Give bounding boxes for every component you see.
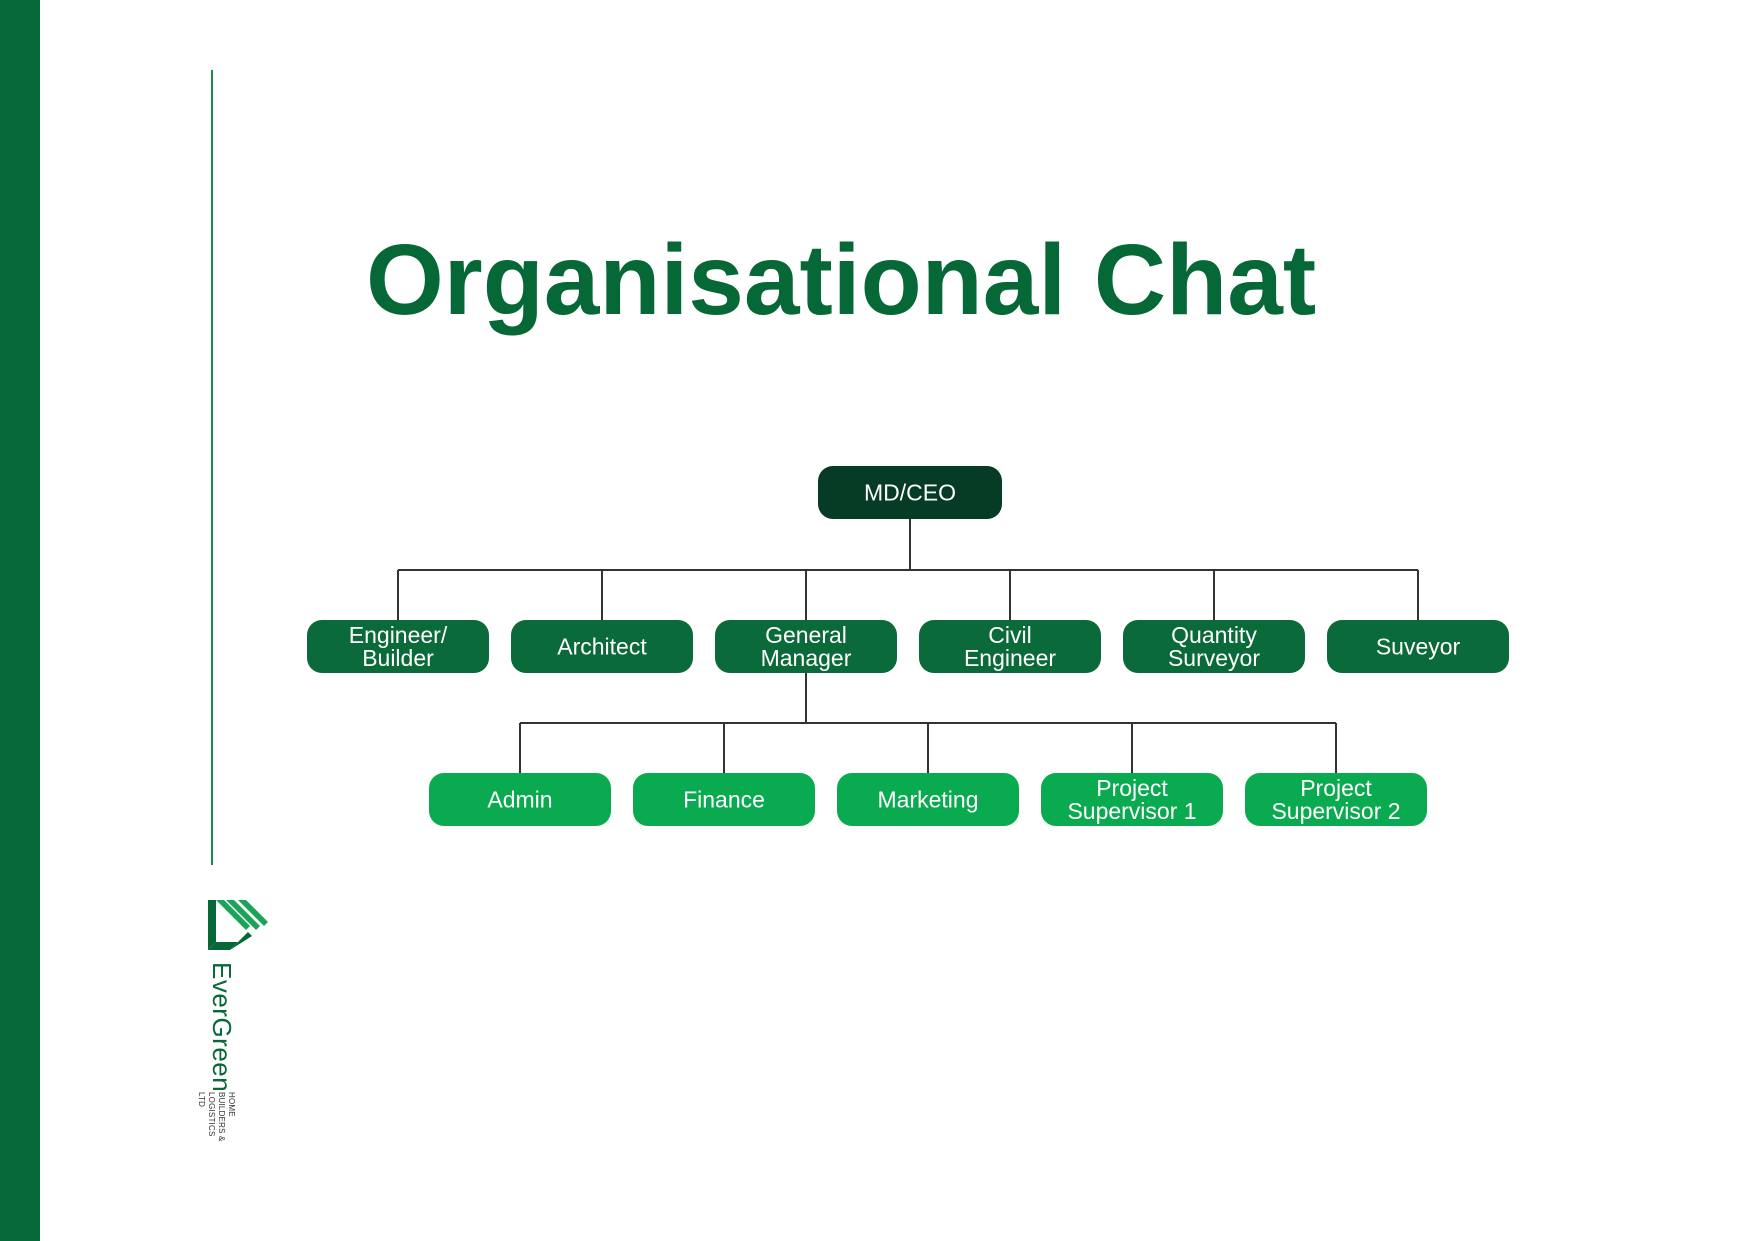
evergreen-logo-wordmark: EverGreen HOME BUILDERS & LOGISTICS LTD (196, 962, 237, 1142)
node-project-supervisor-2-label: Supervisor 2 (1271, 798, 1400, 824)
node-suveyor: Suveyor (1327, 620, 1509, 673)
node-md-ceo-box (818, 466, 1002, 519)
vertical-divider (211, 70, 213, 865)
node-engineer-builder-label: Engineer/ (349, 622, 448, 648)
node-civil-engineer-label: Engineer (964, 645, 1056, 671)
node-engineer-builder-label: Builder (362, 645, 434, 671)
left-accent-bar (0, 0, 40, 1241)
node-finance-box (633, 773, 815, 826)
node-architect-box (511, 620, 693, 673)
node-quantity-surveyor-label: Quantity (1171, 622, 1257, 648)
node-civil-engineer-label: Civil (988, 622, 1031, 648)
node-marketing-box (837, 773, 1019, 826)
node-finance: Finance (633, 773, 815, 826)
node-project-supervisor-2-box (1245, 773, 1427, 826)
node-project-supervisor-1-label: Supervisor 1 (1067, 798, 1196, 824)
node-suveyor-box (1327, 620, 1509, 673)
evergreen-logo-icon (208, 900, 268, 950)
node-finance-label: Finance (683, 787, 765, 813)
node-suveyor-label: Suveyor (1376, 634, 1461, 660)
logo-name: EverGreen (207, 962, 237, 1093)
node-marketing: Marketing (837, 773, 1019, 826)
node-project-supervisor-2-label: Project (1300, 775, 1372, 801)
node-general-manager-box (715, 620, 897, 673)
node-md-ceo-label: MD/CEO (864, 480, 956, 506)
node-quantity-surveyor-box (1123, 620, 1305, 673)
node-admin-box (429, 773, 611, 826)
page-title: Organisational Chat (366, 224, 1317, 336)
node-admin-label: Admin (487, 787, 552, 813)
node-project-supervisor-1-label: Project (1096, 775, 1168, 801)
node-engineer-builder-box (307, 620, 489, 673)
node-marketing-label: Marketing (878, 787, 979, 813)
logo-tagline: HOME BUILDERS & LOGISTICS LTD (197, 1092, 236, 1142)
node-general-manager-label: General (765, 622, 847, 648)
node-quantity-surveyor-label: Surveyor (1168, 645, 1260, 671)
node-admin: Admin (429, 773, 611, 826)
org-chart-connectors (397, 519, 1419, 773)
node-engineer-builder: Engineer/Builder (307, 620, 489, 673)
node-architect-label: Architect (557, 634, 647, 660)
node-md-ceo: MD/CEO (818, 466, 1002, 519)
node-architect: Architect (511, 620, 693, 673)
node-project-supervisor-1-box (1041, 773, 1223, 826)
node-civil-engineer-box (919, 620, 1101, 673)
node-general-manager-label: Manager (761, 645, 852, 671)
